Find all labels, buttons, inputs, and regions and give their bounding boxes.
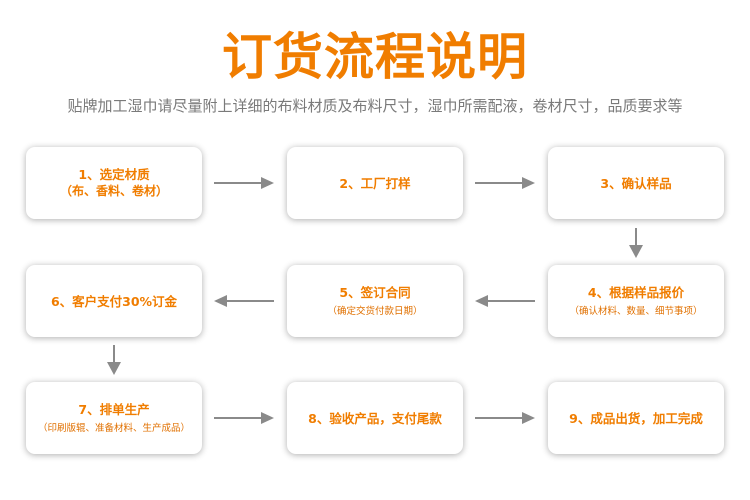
arrow-head — [261, 412, 274, 424]
arrow-down-icon — [107, 345, 121, 375]
page-title: 订货流程说明 — [222, 28, 528, 86]
arrow-head — [629, 245, 643, 258]
arrow-right-icon — [214, 412, 274, 424]
arrow-head — [522, 177, 535, 189]
step-8-card: 8、验收产品，支付尾款 — [287, 382, 463, 454]
arrow-head — [214, 295, 227, 307]
step-3-card: 3、确认样品 — [548, 147, 724, 219]
arrow-down-icon — [629, 228, 643, 258]
step-7-card: 7、排单生产 （印刷版辊、准备材料、生产成品） — [26, 382, 202, 454]
step-4-card: 4、根据样品报价 （确认材料、数量、细节事项） — [548, 265, 724, 337]
arrow-right-icon — [475, 177, 535, 189]
step-2-label: 2、工厂打样 — [339, 175, 411, 191]
step-9-label: 9、成品出货，加工完成 — [569, 410, 703, 426]
step-6-label: 6、客户支付30%订金 — [50, 293, 178, 309]
arrow-head — [522, 412, 535, 424]
step-7-label: 7、排单生产 — [78, 401, 150, 417]
arrow-right-icon — [475, 412, 535, 424]
step-8-label: 8、验收产品，支付尾款 — [308, 410, 442, 426]
arrow-head — [107, 362, 121, 375]
step-7-note: （印刷版辊、准备材料、生产成品） — [37, 422, 190, 434]
arrow-left-icon — [475, 295, 535, 307]
step-4-label: 4、根据样品报价 — [587, 284, 685, 300]
step-6-card: 6、客户支付30%订金 — [26, 265, 202, 337]
page-subtitle: 贴牌加工湿巾请尽量附上详细的布料材质及布料尺寸，湿巾所需配液，卷材尺寸，品质要求… — [67, 97, 683, 115]
arrow-head — [475, 295, 488, 307]
step-5-label: 5、签订合同 — [339, 284, 411, 300]
step-4-note: （确认材料、数量、细节事项） — [569, 305, 703, 317]
step-5-note: （确定交货付款日期） — [327, 305, 423, 317]
arrow-head — [261, 177, 274, 189]
step-5-card: 5、签订合同 （确定交货付款日期） — [287, 265, 463, 337]
step-9-card: 9、成品出货，加工完成 — [548, 382, 724, 454]
step-3-label: 3、确认样品 — [600, 175, 672, 191]
step-1-card: 1、选定材质 （布、香料、卷材） — [26, 147, 202, 219]
arrow-left-icon — [214, 295, 274, 307]
step-1-label: 1、选定材质 — [78, 167, 150, 182]
step-1-sub: （布、香料、卷材） — [59, 184, 168, 198]
step-2-card: 2、工厂打样 — [287, 147, 463, 219]
arrow-right-icon — [214, 177, 274, 189]
